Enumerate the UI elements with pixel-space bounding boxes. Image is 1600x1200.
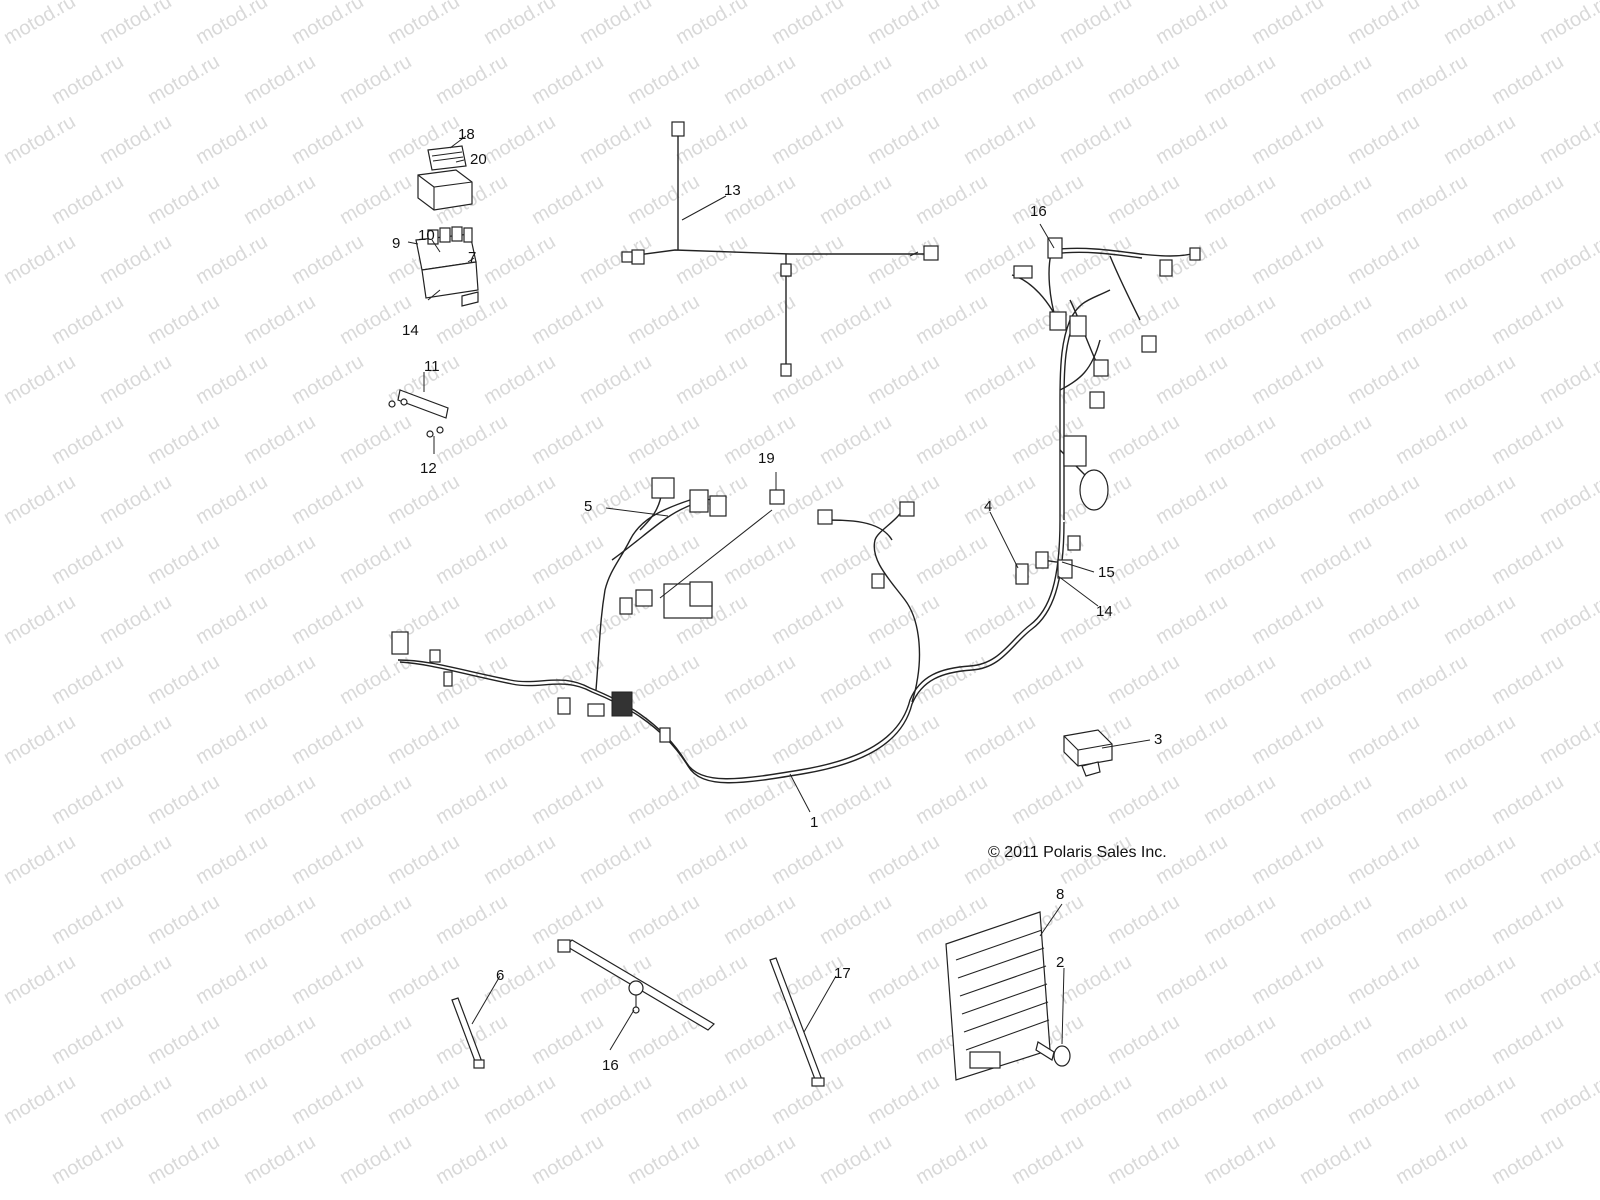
callout-10: 10 [418,227,435,244]
voltage-regulator [945,911,1051,1081]
callout-20: 20 [470,151,487,168]
fuse-label-sheet [427,145,467,171]
fuse-box [415,226,479,307]
fuse-box-cover [417,169,473,211]
callout-16-upper: 16 [1030,203,1047,220]
regulator-bolt [1035,1041,1071,1067]
copyright-text: © 2011 Polaris Sales Inc. [988,844,1167,861]
callout-18: 18 [458,126,475,143]
callout-4: 4 [984,498,993,515]
clip-bracket [1063,729,1113,777]
callout-13: 13 [724,182,741,199]
callout-2: 2 [1056,954,1065,971]
callout-11: 11 [424,358,440,375]
callout-19: 19 [758,450,775,467]
callout-14-trunk: 14 [1096,603,1113,620]
callout-1: 1 [810,814,819,831]
leader-lines [407,135,1151,1051]
callout-15: 15 [1098,564,1115,581]
callout-16-lower: 16 [602,1057,619,1074]
sub-harness [621,121,939,377]
mounting-bracket [388,389,449,438]
callout-6: 6 [496,967,505,984]
callout-7: 7 [468,249,477,266]
cable-tie-long [769,957,825,1087]
callout-14-fusebox: 14 [402,322,419,339]
right-trunk-connectors [1015,551,1073,585]
cable-tie-short [451,997,485,1069]
main-harness [391,265,1111,784]
callout-17: 17 [834,965,851,982]
callout-8: 8 [1056,886,1065,903]
connector-cluster-upper [1047,237,1201,377]
cable-tie-mount [557,939,715,1031]
relay-branch [611,477,785,619]
callout-9: 9 [392,235,401,252]
callout-3: 3 [1154,731,1163,748]
callout-5: 5 [584,498,593,515]
callout-12: 12 [420,460,437,477]
